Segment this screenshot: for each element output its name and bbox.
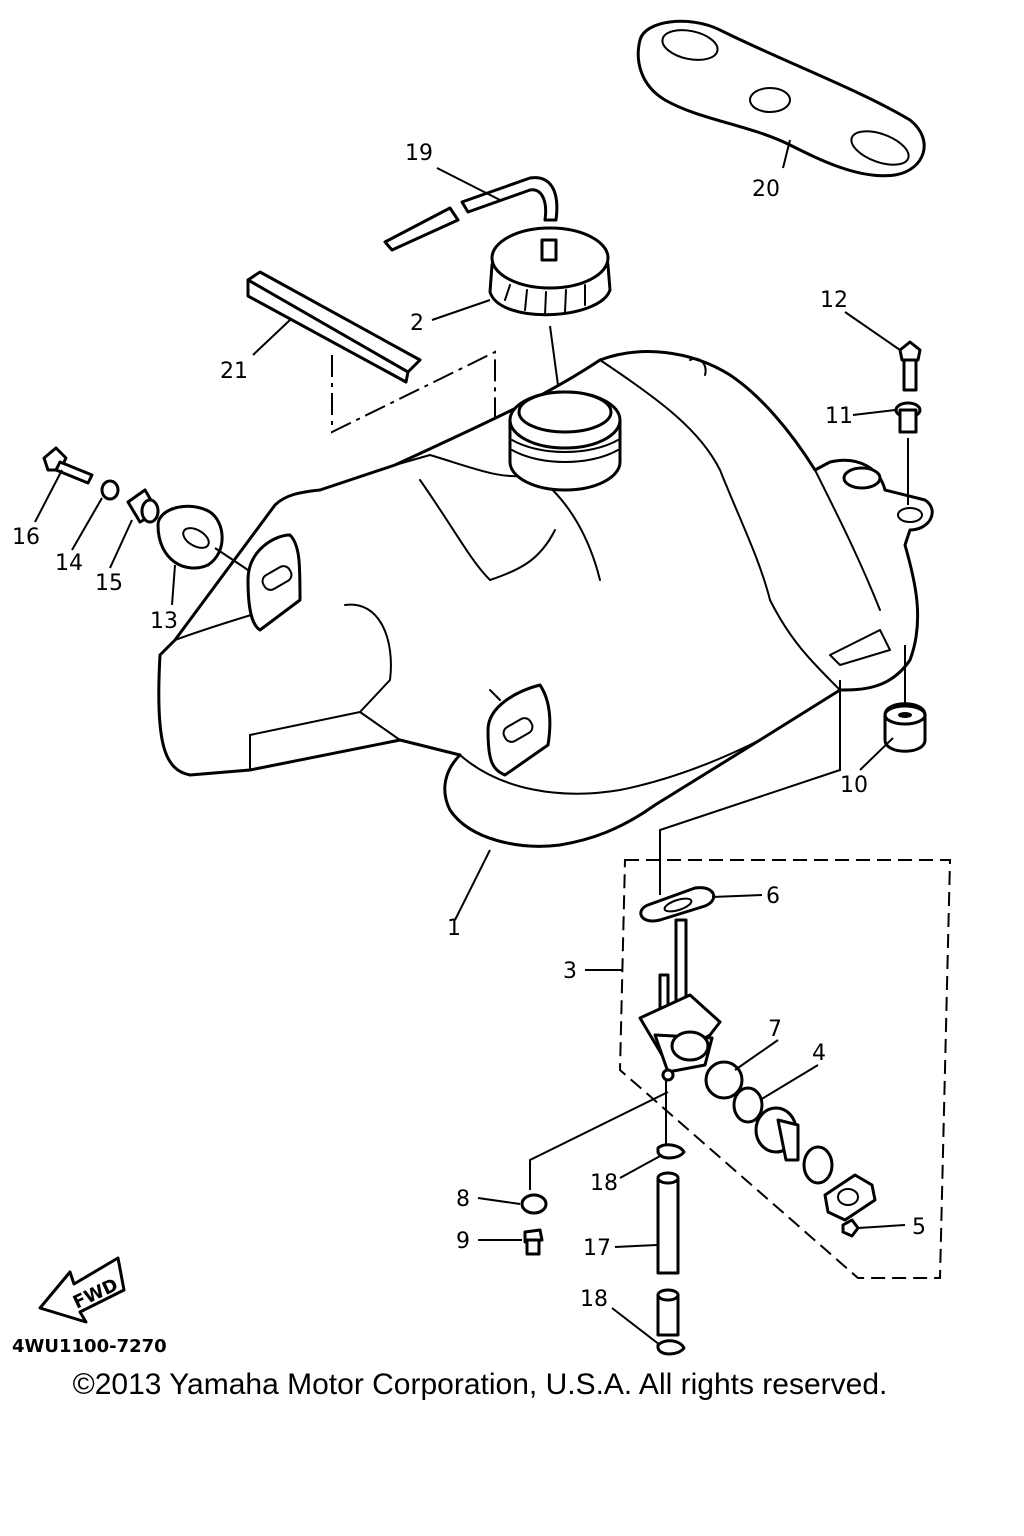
part-4-o-ring	[732, 1086, 764, 1124]
callout-1: 1	[447, 916, 461, 941]
part-9-drain-bolt	[523, 1228, 544, 1256]
part-14-washer	[100, 479, 120, 501]
assembly-line-6	[659, 680, 841, 895]
callout-labels: 1 2 3 4 5 6 7 8 9 10 11 12 13 14 15 16 1…	[12, 141, 926, 1312]
diagram-code: 4WU1100-7270	[12, 1336, 167, 1357]
fuel-cock-assembly-box	[618, 859, 952, 1279]
part-11-collar	[894, 401, 922, 434]
part-2-fuel-cap	[488, 226, 612, 317]
callout-12: 12	[820, 288, 848, 313]
part-13-grommet	[156, 504, 224, 570]
part-1-fuel-tank	[157, 350, 934, 848]
copyright-notice: ©2013 Yamaha Motor Corporation, U.S.A. A…	[72, 1368, 888, 1401]
fuel-cock-lever	[754, 1106, 800, 1162]
callout-9: 9	[456, 1229, 470, 1254]
callout-13: 13	[150, 609, 178, 634]
part-12-bolt	[898, 340, 922, 392]
callout-7: 7	[768, 1017, 782, 1042]
forward-arrow-icon: FWD	[38, 1256, 126, 1324]
part-19-breather-hose	[383, 176, 559, 252]
callout-11: 11	[825, 404, 853, 429]
callout-18-bottom: 18	[580, 1287, 608, 1312]
part-8-washer	[520, 1193, 548, 1215]
part-20-plate	[636, 19, 926, 178]
callout-18-top: 18	[590, 1171, 618, 1196]
callout-17: 17	[583, 1236, 611, 1261]
part-17-fuel-hose-lower	[656, 1288, 680, 1337]
part-10-grommet	[883, 702, 927, 753]
part-15-collar	[126, 488, 160, 524]
callout-15: 15	[95, 571, 123, 596]
callout-21: 21	[220, 359, 248, 384]
assembly-line-13	[214, 547, 249, 571]
callout-16: 16	[12, 525, 40, 550]
part-3-fuel-cock	[638, 918, 722, 1082]
assembly-line-8	[529, 1091, 669, 1190]
callout-14: 14	[55, 551, 83, 576]
callout-19: 19	[405, 141, 433, 166]
part-7-cup	[704, 1060, 744, 1100]
callout-6: 6	[766, 884, 780, 909]
part-21-damper-strip	[246, 270, 422, 384]
callout-10: 10	[840, 773, 868, 798]
callout-5: 5	[912, 1215, 926, 1240]
callout-2: 2	[410, 311, 424, 336]
callout-4: 4	[812, 1041, 826, 1066]
callout-20: 20	[752, 177, 780, 202]
callout-8: 8	[456, 1187, 470, 1212]
lever-gasket	[802, 1145, 834, 1185]
callout-3: 3	[563, 959, 577, 984]
part-16-bolt	[42, 446, 94, 485]
callout-leaders	[34, 139, 906, 1346]
part-18-clamp-bottom	[656, 1339, 686, 1356]
part-6-gasket	[639, 886, 716, 923]
part-5-screw	[841, 1218, 860, 1238]
fuel-cock-cover-plate	[823, 1173, 877, 1222]
part-17-fuel-hose	[656, 1171, 680, 1275]
